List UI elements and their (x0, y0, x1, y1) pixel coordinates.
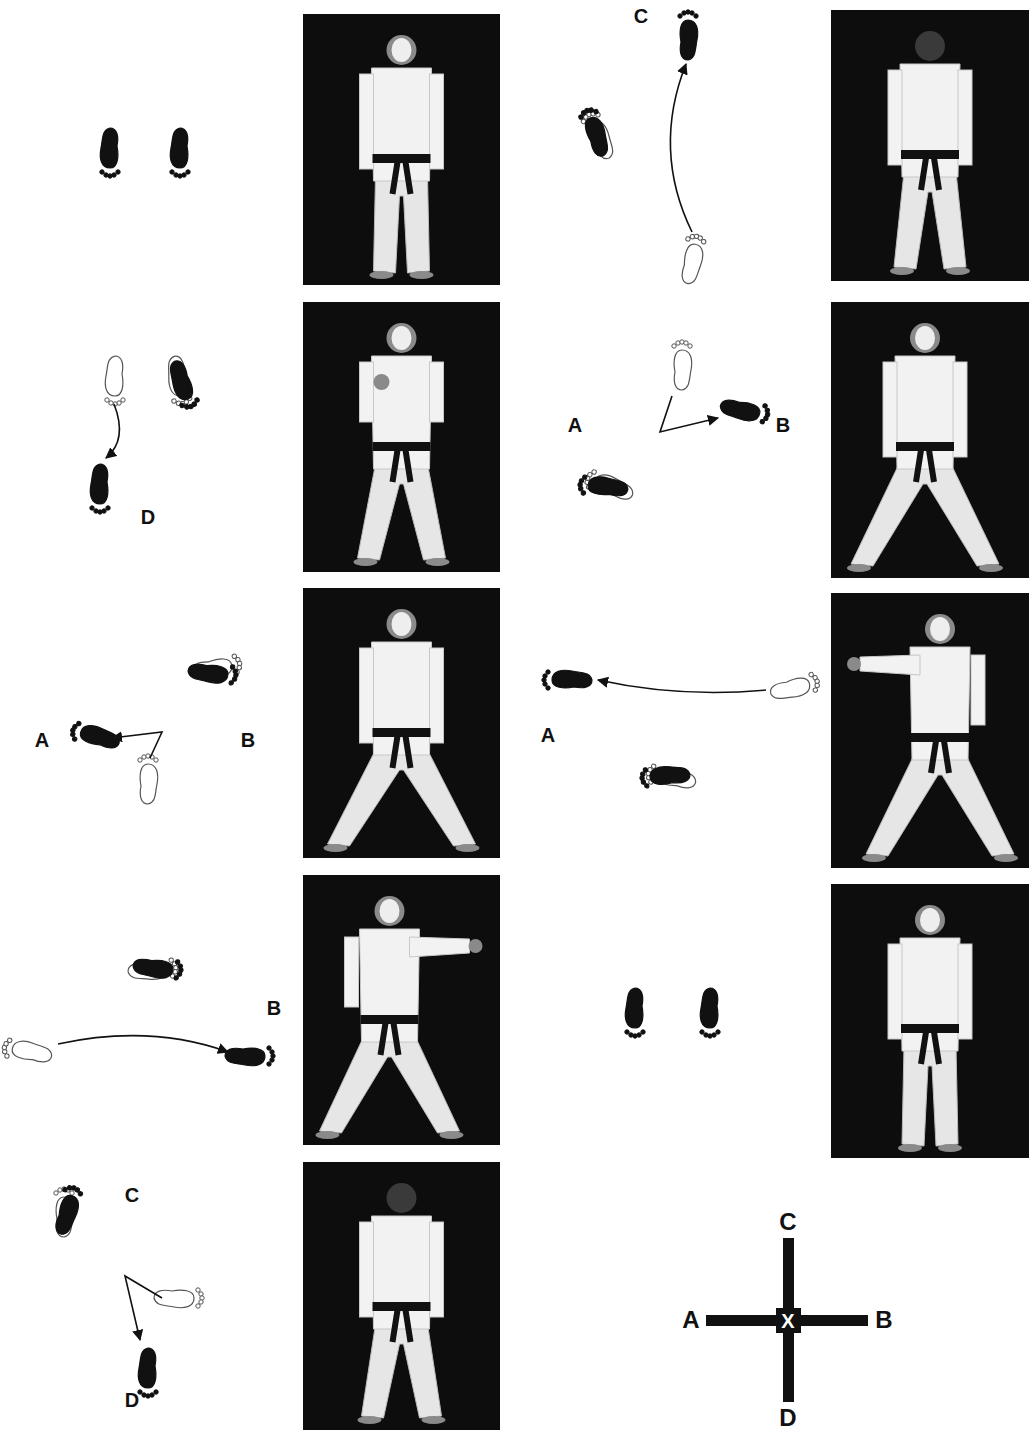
foot-filled (138, 1348, 158, 1398)
direction-letter: B (776, 415, 790, 435)
foot-filled (170, 128, 190, 178)
foot-filled (678, 10, 698, 60)
direction-letter: A (35, 730, 49, 750)
photo (831, 10, 1029, 281)
foot-filled (68, 720, 122, 753)
foot-outline (678, 232, 707, 285)
movement-arrow (598, 680, 766, 692)
movement-arrow (125, 1276, 162, 1340)
movement-arrow (670, 64, 692, 232)
foot-outline (582, 468, 636, 504)
foot-filled (542, 670, 592, 690)
direction-letter: D (141, 507, 155, 527)
compass-letter: X (781, 1311, 794, 1331)
foot-filled (165, 358, 201, 412)
compass-center (776, 1308, 801, 1333)
compass-letter: B (875, 1308, 892, 1332)
foot-filled (577, 474, 629, 499)
direction-letter: A (541, 725, 555, 745)
foot-filled (700, 988, 720, 1038)
foot-outline (138, 754, 158, 804)
compass-letter: D (779, 1406, 796, 1430)
direction-letter: B (241, 730, 255, 750)
photo (303, 1162, 500, 1430)
foot-filled (90, 464, 110, 514)
foot-outline (672, 340, 692, 390)
foot-filled (51, 1183, 84, 1237)
direction-letter: B (267, 998, 281, 1018)
direction-letter: C (125, 1185, 139, 1205)
foot-filled (225, 1046, 275, 1066)
foot-filled (577, 105, 613, 159)
movement-arrow (660, 396, 718, 432)
direction-letter: A (568, 415, 582, 435)
photo (831, 593, 1029, 868)
direction-letter: C (634, 6, 648, 26)
direction-letter: D (125, 1390, 139, 1410)
compass-letter: A (682, 1308, 699, 1332)
foot-filled (100, 128, 120, 178)
movement-arrow (58, 1036, 228, 1052)
foot-outline (768, 671, 822, 704)
foot-outline (0, 1037, 53, 1066)
foot-outline (579, 108, 619, 162)
foot-filled (719, 396, 772, 425)
foot-filled (187, 661, 239, 686)
photo (831, 884, 1029, 1158)
photo (303, 14, 500, 285)
foot-outline (105, 356, 125, 406)
photo (303, 302, 500, 572)
movement-arrow (106, 404, 119, 458)
foot-filled (625, 988, 645, 1038)
movement-arrow (112, 732, 162, 758)
photo (303, 588, 500, 858)
foot-outline (644, 763, 697, 792)
photo (303, 875, 500, 1145)
compass-letter: C (779, 1210, 796, 1234)
foot-filled (132, 956, 184, 981)
foot-filled (639, 764, 691, 789)
foot-outline (127, 957, 179, 982)
photo (831, 302, 1029, 578)
